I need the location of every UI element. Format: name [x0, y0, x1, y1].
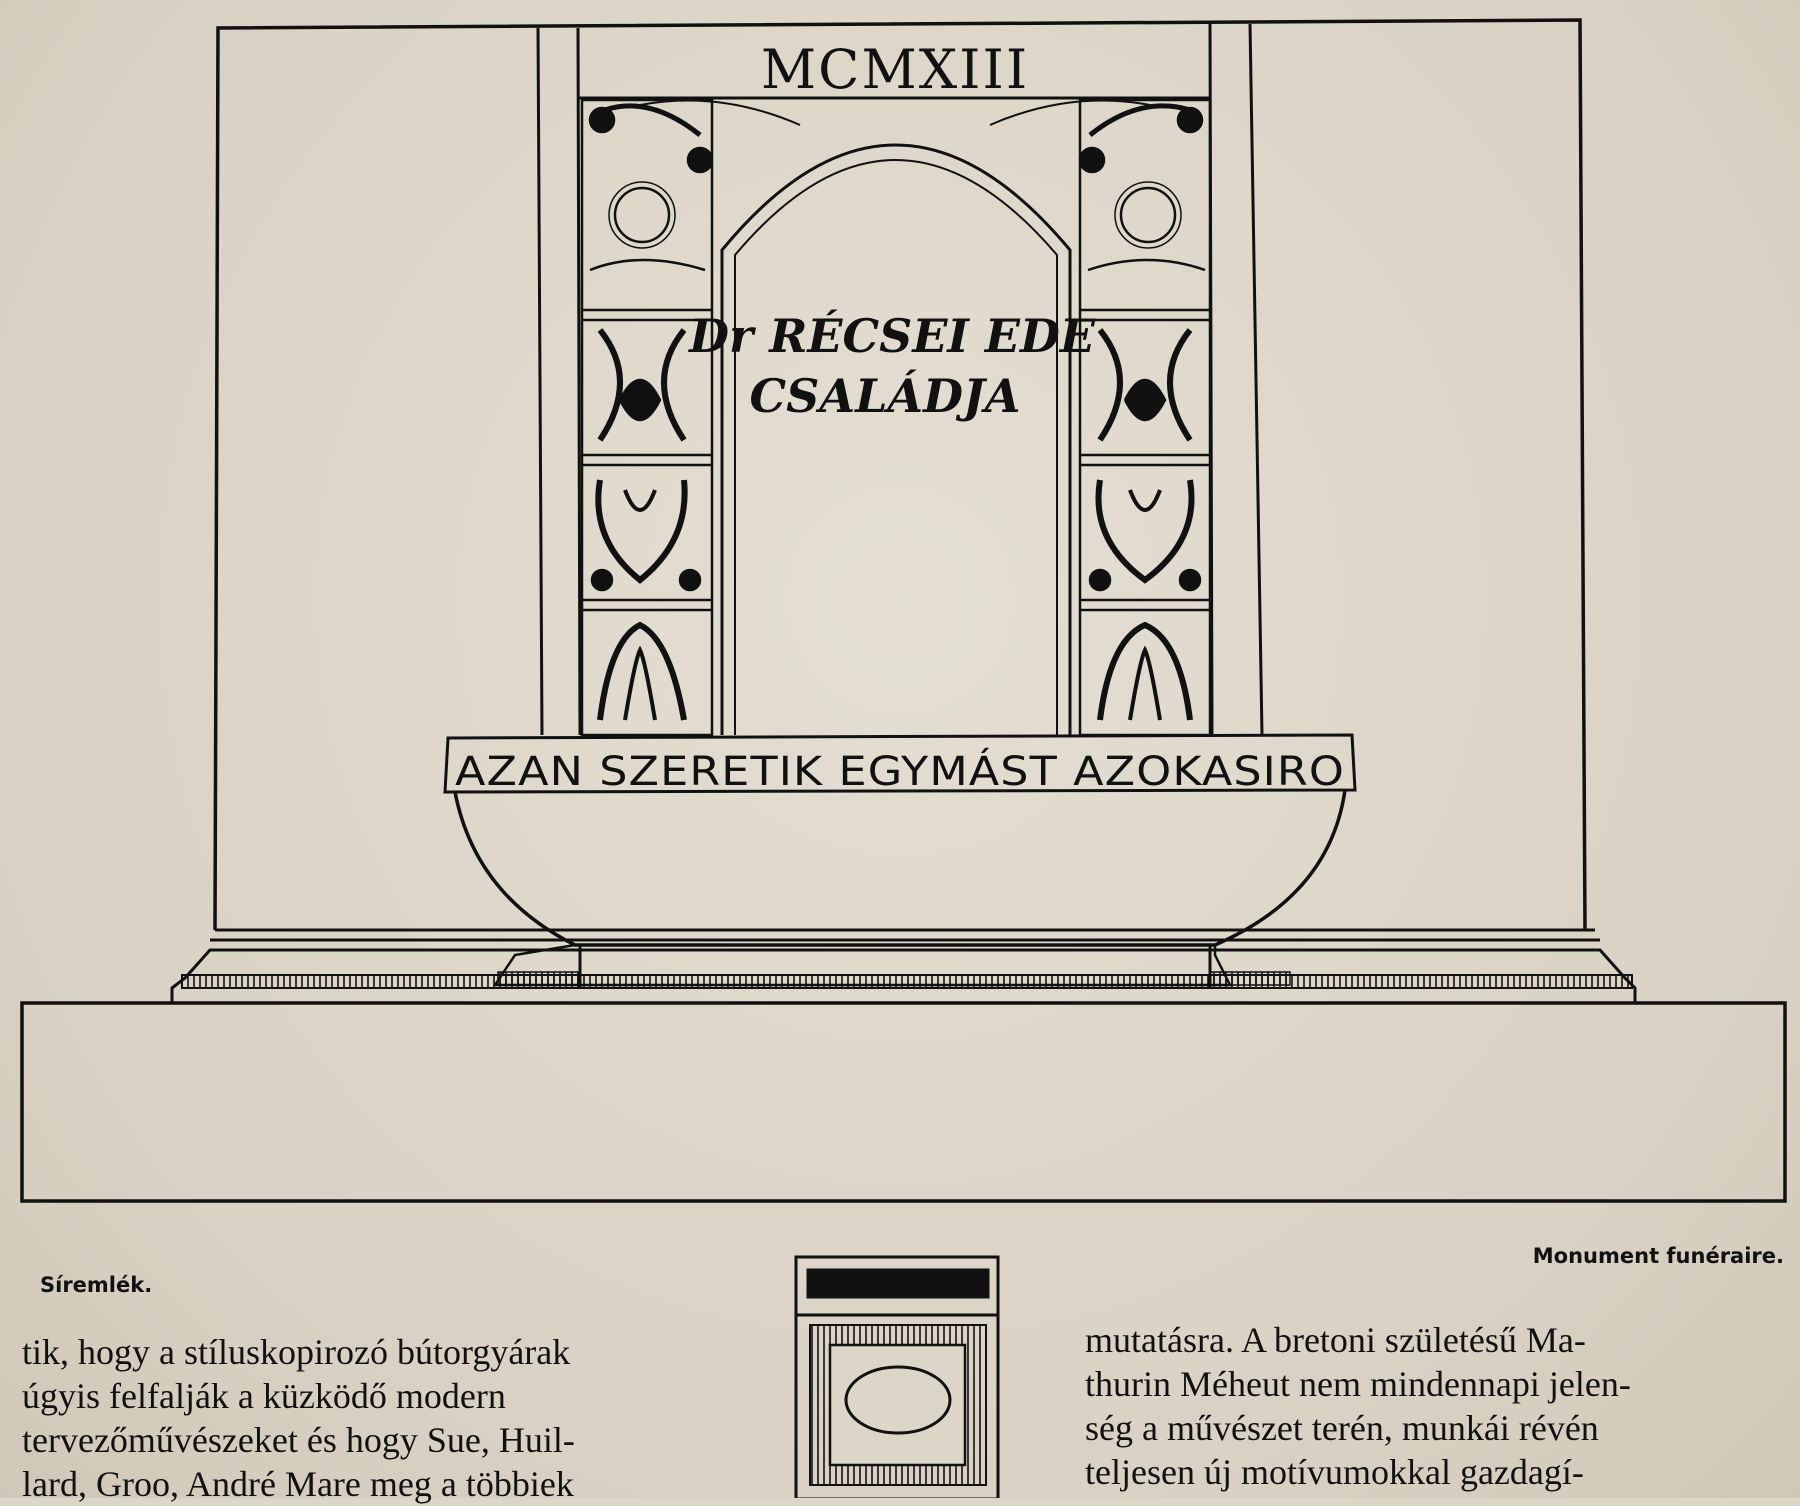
caption-right: Monument funéraire.: [1532, 1244, 1784, 1268]
caption-left: Síremlék.: [40, 1273, 153, 1297]
basin-bowl: [453, 789, 1347, 947]
text-line: úgyis felfalják a küzködő modern: [22, 1376, 506, 1416]
year-inscription: MCMXIII: [761, 38, 1029, 101]
text-line: mutatásra. A bretoni születésű Ma-: [1085, 1320, 1586, 1360]
name-line-2: CSALÁDJA: [750, 368, 1021, 423]
arch-niche: [720, 143, 1072, 735]
text-line: teljesen új motívumokkal gazdagí-: [1085, 1452, 1584, 1492]
name-line-1: Dr RÉCSEI EDE: [687, 308, 1096, 363]
plinth: [170, 948, 1637, 1005]
left-ornament-panel: [580, 98, 714, 737]
small-box-illustration: [794, 1255, 1000, 1498]
right-ornament-panel: [1078, 98, 1212, 737]
text-line: lard, Groo, André Mare meg a többiek: [22, 1464, 574, 1504]
base-slab: [20, 1001, 1787, 1203]
text-line: tervezőművészeket és hogy Sue, Huil-: [22, 1420, 575, 1460]
text-line: tik, hogy a stíluskopirozó bútorgyárak: [22, 1332, 571, 1372]
text-column-right: mutatásra. A bretoni születésű Ma- thuri…: [1085, 1318, 1795, 1494]
basin-rim: [443, 733, 1357, 794]
text-line: thurin Méheut nem mindennapi jelen-: [1085, 1364, 1631, 1404]
text-line: ség a művészet terén, munkái révén: [1085, 1408, 1599, 1448]
rim-inscription: AZAN SZERETIK EGYMÁST AZOKASIRO: [455, 747, 1345, 795]
stele: [213, 18, 1587, 931]
text-column-left: tik, hogy a stíluskopirozó bútorgyárak ú…: [22, 1330, 717, 1506]
